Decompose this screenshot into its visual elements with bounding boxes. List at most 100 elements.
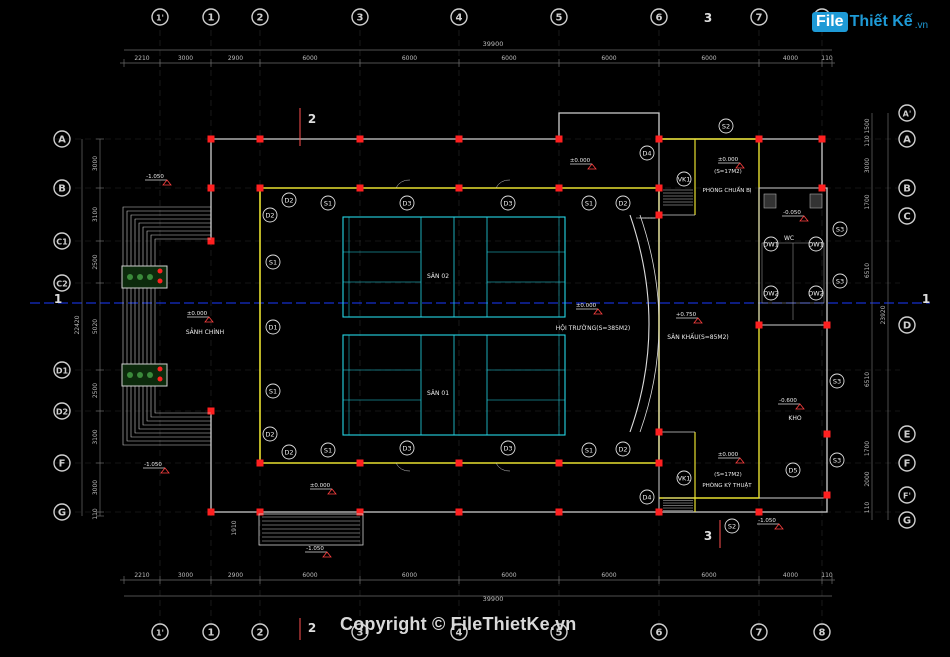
top-total: 39900 [483,40,504,48]
bottom-axis-5-label: 5 [556,628,563,639]
column-28 [555,508,563,516]
s2-0-tag [718,118,734,134]
top-dim-9: 110 [821,55,833,62]
bottom-dim-1: 3000 [178,572,193,579]
planter-light-0 [157,268,163,274]
section-1-left: 1 [54,292,62,306]
entrance-step-7 [150,234,211,418]
right-axis-A-circle [898,130,916,148]
bottom-dim-2: 2900 [228,572,243,579]
right-axis-F-label: F [904,459,911,470]
bottom-axis-5-circle [550,623,568,641]
s3-0-tag [832,221,848,237]
right-dim-7: 2000 [864,471,871,486]
section-2-bottom: 2 [308,621,316,635]
entrance-step-6 [146,230,211,422]
column-14 [818,184,826,192]
right-dim-6: 1700 [864,441,871,456]
left-dim-4: 2500 [92,383,99,398]
right-total: 23920 [880,305,887,324]
d3-1-tag [500,195,516,211]
bottom-axis-8-label: 8 [819,628,826,639]
s1-0-tag [320,195,336,211]
left-dim-2: 2500 [92,254,99,269]
bottom-right-level-text: -1.050 [758,518,776,524]
column-31 [823,321,831,329]
d4-0-tag [639,145,655,161]
column-27 [455,508,463,516]
d5-tag [785,462,801,478]
column-18 [207,407,215,415]
top-axis-1'-label: 1' [156,14,164,23]
bottom-axis-7-circle [750,623,768,641]
column-23 [655,459,663,467]
entrance-step-2 [130,214,211,438]
prep-area-label: (S=17M2) [714,169,742,175]
entrance-step-0 [122,206,211,446]
d2-0-tag [281,192,297,208]
top-axis-1-circle [202,8,220,26]
d2-3-tag [262,426,278,442]
door-swing-2 [395,462,411,472]
plant-top-1 [137,274,143,280]
right-dim-2: 3000 [864,158,871,173]
left-axis-G-label: G [58,508,66,519]
bottom-axis-6-label: 6 [656,628,663,639]
right-axis-A'-circle [898,104,916,122]
right-axis-G-label: G [903,516,911,527]
plant-bottom-2 [147,372,153,378]
right-axis-C-label: C [903,212,910,223]
top-dim-7: 6000 [701,55,716,62]
s3-2-tag [829,373,845,389]
lobby-level-text: ±0.000 [187,311,208,317]
bottom-axis-2-circle [251,623,269,641]
left-axis-C1-label: C1 [56,238,68,247]
wc-label: WC [784,235,794,242]
top-axis-1'-circle [151,8,169,26]
court-1-label: SÂN 01 [427,390,449,397]
top-dim-2: 2900 [228,55,243,62]
s2-0-tag-label: S2 [722,123,730,131]
top-axis-7-circle [750,8,768,26]
dw1-1-tag [808,236,824,252]
court-2-label: SÂN 02 [427,273,449,280]
d1-tag-label: D1 [268,324,277,332]
s1-5-tag [581,442,597,458]
entrance-step-3 [134,218,211,434]
right-axis-D-label: D [903,321,911,332]
d2-1-tag [615,195,631,211]
bottom-axis-1'-circle [151,623,169,641]
stage-level-mark [693,317,703,324]
column-34 [755,321,763,329]
left-axis-F-label: F [59,459,66,470]
vk-1-tag-label: VK1 [678,475,691,483]
left-axis-C1-circle [53,232,71,250]
plant-bottom-0 [127,372,133,378]
hall-level-mark [593,308,603,315]
entrance-step-4 [138,222,211,430]
d4-1-tag-label: D4 [642,494,651,502]
top-axis-5-circle [550,8,568,26]
door-swing-0 [395,179,411,189]
s1-2-tag [265,254,281,270]
column-11 [455,184,463,192]
d4-0-tag-label: D4 [642,150,651,158]
ramp-bottom-level-mark [160,467,170,474]
bottom-axis-1-label: 1 [208,628,215,639]
side-bottom-level-mark [327,488,337,495]
entrance-step-5 [142,226,211,426]
logo-box: File [812,12,848,32]
column-7 [818,135,826,143]
top-mid-level-mark [587,163,597,170]
right-axis-F'-circle [898,486,916,504]
hall-level-text: ±0.000 [576,303,597,309]
s1-1-tag [581,195,597,211]
right-dim-0: 1500 [864,118,871,133]
toilet-1 [809,193,823,209]
section-3-bottom: 3 [704,529,712,543]
column-26 [356,508,364,516]
wc-level-text: -0.050 [783,210,801,216]
bottom-axis-2-label: 2 [257,628,264,639]
column-15 [207,237,215,245]
column-8 [207,184,215,192]
